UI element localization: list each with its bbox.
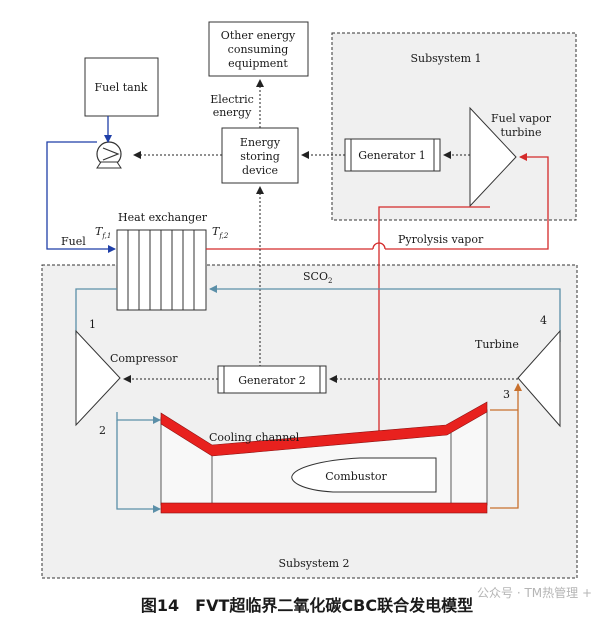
point4-label: 4	[540, 314, 547, 327]
tf2-label: Tf,2	[212, 225, 229, 240]
pyrolysis-vapor-line-b	[385, 153, 549, 250]
figure-caption: 图14 FVT超临界二氧化碳CBC联合发电模型	[141, 596, 473, 615]
pyrolysis-vapor-label: Pyrolysis vapor	[398, 233, 484, 246]
heat-exchanger-label: Heat exchanger	[118, 211, 208, 224]
co2-return-line	[209, 285, 561, 342]
energy-storing-label-1: Energy	[240, 136, 281, 149]
heat-exchanger-fins	[127, 230, 195, 310]
turbine-label: Turbine	[475, 338, 519, 351]
subsystem1-label: Subsystem 1	[410, 52, 481, 65]
fuel-label: Fuel	[61, 235, 86, 248]
co2-to-lower-channel-line	[116, 420, 161, 513]
other-equipment-box	[208, 21, 309, 77]
generator1-label: Generator 1	[358, 149, 426, 162]
fuel-tank-label: Fuel tank	[95, 81, 148, 94]
cooling-channel-lower-wall	[160, 502, 488, 514]
generator1-box	[344, 138, 441, 172]
point3-label: 3	[503, 388, 510, 401]
cooling-channel-label: Cooling channel	[209, 431, 300, 444]
combustor-shape	[291, 457, 437, 493]
co2-to-compressor-line	[75, 288, 117, 335]
cooling-channel-upper-wall	[160, 401, 488, 457]
fuel-pump-icon	[96, 141, 122, 169]
fuel-vapor-turbine-label-1: Fuel vapor	[491, 112, 552, 125]
combustor-label: Combustor	[325, 470, 387, 483]
generator2-box	[217, 365, 327, 394]
sco2-label: SCO2	[303, 270, 332, 285]
fuel-vapor-turbine-label-2: turbine	[501, 126, 542, 139]
vapor-to-combustor-line	[375, 206, 490, 469]
point2-label: 2	[99, 424, 106, 437]
other-equipment-label-3: equipment	[228, 57, 288, 70]
other-equipment-label-2: consuming	[228, 43, 289, 56]
subsystem2-boundary	[41, 264, 578, 579]
hot-gas-line	[490, 383, 522, 509]
subsystem1-boundary	[331, 32, 577, 221]
generator2-label: Generator 2	[238, 374, 306, 387]
subsystem2-label: Subsystem 2	[278, 557, 349, 570]
tf1-label: Tf,1	[95, 225, 111, 240]
fuel-vapor-turbine-shape	[469, 106, 517, 208]
electric-energy-label-2: energy	[213, 106, 252, 119]
energy-storing-device-box	[221, 127, 299, 184]
energy-storing-label-3: device	[242, 164, 278, 177]
fuel-tank-box	[84, 57, 159, 117]
fuel-supply-line	[46, 141, 116, 253]
point1-label: 1	[89, 318, 96, 331]
compressor-label: Compressor	[110, 352, 178, 365]
other-equipment-label-1: Other energy	[221, 29, 296, 42]
electric-energy-label-1: Electric	[210, 93, 254, 106]
turbine-shape	[517, 329, 561, 428]
energy-storing-label-2: storing	[240, 150, 280, 163]
watermark: 公众号 · TM热管理 +	[477, 585, 592, 600]
compressor-shape	[75, 329, 121, 427]
